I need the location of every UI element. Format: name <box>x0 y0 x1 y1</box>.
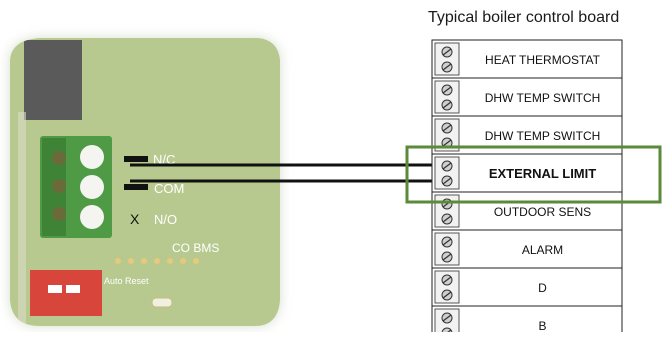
terminal-label-no: N/O <box>154 212 177 227</box>
led-dot <box>154 258 160 264</box>
terminal-socket <box>80 205 104 229</box>
led-dot <box>115 258 121 264</box>
terminal-row-label: HEAT THERMOSTAT <box>485 53 601 67</box>
terminal-row: B <box>431 305 623 337</box>
led-dot <box>128 258 134 264</box>
led-dot <box>180 258 186 264</box>
external-limit-highlight <box>405 145 662 204</box>
terminal-screw <box>52 179 66 193</box>
terminal-row-cell <box>431 39 623 79</box>
terminal-row-cell <box>431 77 623 117</box>
terminal-label-com: COM <box>154 181 184 196</box>
terminal-row-cell <box>431 267 623 307</box>
auto-reset-label: Auto Reset <box>104 276 149 286</box>
terminal-screw <box>52 207 66 221</box>
terminal-row: D <box>431 267 623 307</box>
terminal-screw <box>52 151 66 165</box>
terminal-label-nc: N/C <box>153 152 175 167</box>
terminal-row: HEAT THERMOSTAT <box>431 39 623 79</box>
led-dot <box>141 258 147 264</box>
relay-component <box>24 40 82 120</box>
terminal-row-label: ALARM <box>522 243 563 257</box>
terminal-row: OUTDOOR SENS <box>431 191 623 231</box>
terminal-row-label: EXTERNAL LIMIT <box>489 166 596 181</box>
led-dot <box>167 258 173 264</box>
terminal-row-cell <box>431 229 623 269</box>
terminal-strip: HEAT THERMOSTAT DHW TEMP SWITCH DHW TEMP S… <box>431 39 623 337</box>
terminal-socket <box>80 145 104 169</box>
terminal-socket <box>80 175 104 199</box>
terminal-row-label: B <box>538 319 546 332</box>
terminal-row-label: D <box>538 281 547 295</box>
terminal-row-label: OUTDOOR SENS <box>494 205 591 219</box>
terminal-row-cell <box>431 153 623 193</box>
co-bms-label: CO BMS <box>172 241 219 255</box>
terminal-row-label: DHW TEMP SWITCH <box>485 129 601 143</box>
terminal-row: DHW TEMP SWITCH <box>431 77 623 117</box>
terminal-row: EXTERNAL LIMIT <box>431 153 623 193</box>
terminal-row-cell <box>431 305 623 337</box>
board-title: Typical boiler control board <box>428 9 620 26</box>
led-dot <box>193 258 199 264</box>
terminal-row-label: DHW TEMP SWITCH <box>485 91 601 105</box>
unused-terminal-marker: X <box>130 211 140 227</box>
reset-button <box>151 297 173 308</box>
terminal-row: ALARM <box>431 229 623 269</box>
